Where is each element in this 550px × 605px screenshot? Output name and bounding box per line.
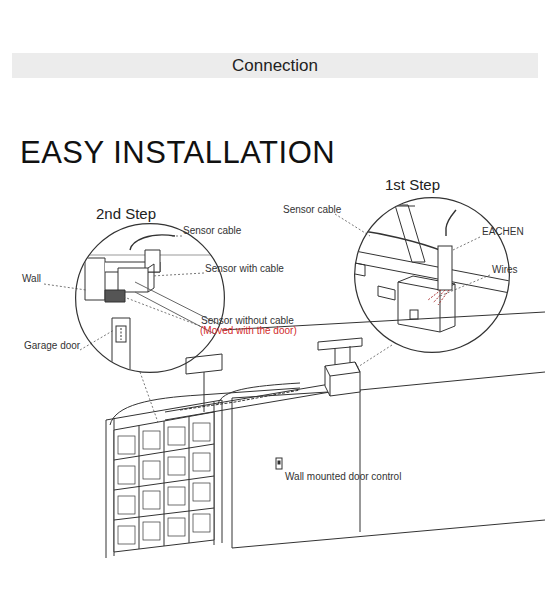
circle-outline-shape (355, 198, 510, 353)
step-heading: 1st Step (385, 176, 440, 194)
callout-label: Wires (492, 264, 518, 276)
header-band: Connection (12, 53, 538, 78)
callout-label: EACHEN (482, 226, 524, 238)
step1-detail (340, 197, 515, 353)
garage-scene (106, 312, 545, 558)
band-heading: Connection (12, 53, 538, 78)
callout-label: Sensor cable (183, 225, 241, 237)
step-circle: 2nd Step (75, 223, 225, 373)
diagram-title: EASY INSTALLATION (20, 135, 335, 171)
callout-label: Sensor with cable (205, 263, 284, 275)
callout-label: Sensor cable (283, 204, 341, 216)
step-heading: 2nd Step (96, 205, 156, 223)
callout-label: (Moved with the door) (200, 325, 297, 337)
circle-outline-shape (76, 224, 225, 373)
callout-label: Wall mounted door control (285, 471, 401, 483)
circle-outline (75, 223, 225, 373)
callout-label: Wall (22, 273, 41, 285)
leader-lines (44, 214, 490, 428)
step2-detail (72, 235, 232, 380)
circle-outline (354, 197, 510, 353)
callout-label: Garage door (24, 340, 80, 352)
step-circle: 1st Step (354, 197, 510, 353)
